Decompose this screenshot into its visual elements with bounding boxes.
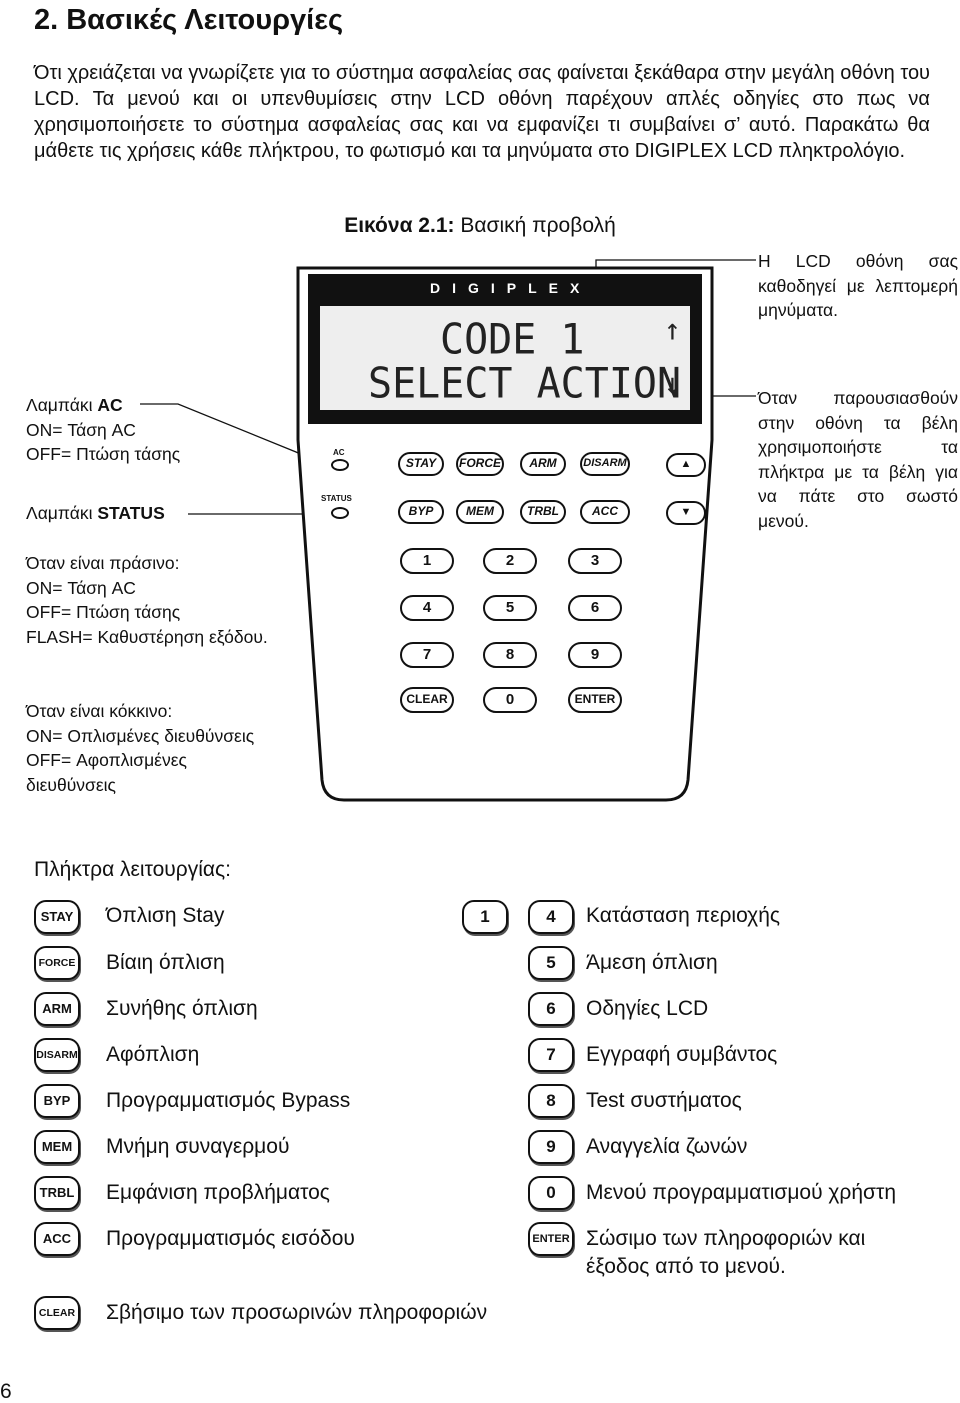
legend-key-5: 5 [528,946,574,980]
red-off: OFF= Αφοπλισμένες διευθύνσεις [26,750,187,795]
key-force[interactable]: FORCE [456,452,504,476]
key-5[interactable]: 5 [483,595,537,621]
key-clear[interactable]: CLEAR [400,687,454,713]
legend-key-0: 0 [528,1176,574,1210]
intro-paragraph: Ότι χρειάζεται να γνωρίζετε για το σύστη… [34,62,930,162]
page-heading: 2. Βασικές Λειτουργίες [34,4,344,36]
key-7[interactable]: 7 [400,642,454,668]
key-acc[interactable]: ACC [580,500,630,524]
red-note: Όταν είναι κόκκινο: ON= Οπλισμένες διευθ… [26,699,306,797]
key-byp[interactable]: BYP [398,500,444,524]
green-flash: FLASH= Καθυστέρηση εξόδου. [26,626,268,647]
legend-key-mem: MEM [34,1130,80,1164]
legend-key-byp: BYP [34,1084,80,1118]
legend-key-1: 1 [462,900,508,934]
brand-logo: DIGIPLEX [430,280,592,296]
legend-text-arm: Συνήθης όπλιση [106,997,258,1020]
legend-key-9: 9 [528,1130,574,1164]
key-arm[interactable]: ARM [520,452,566,476]
legend-text-0: Μενού προγραμματισμού χρήστη [586,1181,896,1204]
ac-led-note: Λαμπάκι AC ON= Τάση AC OFF= Πτώση τάσης [26,393,306,467]
lcd-up-arrow-icon: ↑ [664,312,681,347]
legend-key-enter: ENTER [528,1222,574,1256]
ac-on-text: ON= Τάση AC [26,419,136,440]
red-title: Όταν είναι κόκκινο: [26,701,173,721]
status-led-label: STATUS [321,494,352,503]
legend-text-stay: Όπλιση Stay [106,904,225,927]
legend-title: Πλήκτρα λειτουργίας: [34,858,231,881]
legend-text-6: Οδηγίες LCD [586,997,709,1020]
page-number: 6 [0,1380,12,1403]
legend-text-acc: Προγραμματισμός εισόδου [106,1227,355,1250]
keypad-illustration: DIGIPLEX CODE 1 SELECT ACTION ↑ ↓ AC STA… [290,260,720,805]
key-trbl[interactable]: TRBL [520,500,566,524]
status-led-title-bold: STATUS [97,503,165,523]
red-on: ON= Οπλισμένες διευθύνσεις [26,725,255,746]
figure-caption: Εικόνα 2.1: Βασική προβολή [0,214,960,238]
status-led-icon [331,507,349,519]
key-0[interactable]: 0 [483,687,537,713]
keypad-body [296,266,714,802]
legend-key-trbl: TRBL [34,1176,80,1210]
lcd-line-1: CODE 1 [440,315,585,365]
ac-led-title-bold: AC [97,395,123,415]
key-enter[interactable]: ENTER [568,687,622,713]
key-8[interactable]: 8 [483,642,537,668]
legend-text-9: Αναγγελία ζωνών [586,1135,748,1158]
legend-text-8: Test συστήματος [586,1089,742,1112]
legend-key-6: 6 [528,992,574,1026]
key-2[interactable]: 2 [483,548,537,574]
legend-key-force: FORCE [34,946,80,980]
ac-led-icon [331,459,349,471]
legend-key-arm: ARM [34,992,80,1026]
key-mem[interactable]: MEM [456,500,504,524]
legend-text-7: Εγγραφή συμβάντος [586,1043,778,1066]
key-3[interactable]: 3 [568,548,622,574]
arrows-note: Όταν παρουσιασθούν στην οθόνη τα βέλη χρ… [758,388,958,531]
legend-text-enter: Σώσιμο των πληροφοριών και έξοδος από το… [586,1227,866,1278]
key-stay[interactable]: STAY [398,452,444,476]
status-led-title: Λαμπάκι [26,503,98,523]
legend-key-acc: ACC [34,1222,80,1256]
legend-text-4: Κατάσταση περιοχής [586,904,781,927]
lcd-note: Η LCD οθόνη σας καθοδηγεί με λεπτομερή μ… [758,251,958,320]
key-9[interactable]: 9 [568,642,622,668]
status-led-note: Λαμπάκι STATUS [26,501,306,526]
legend-text-trbl: Εμφάνιση προβλήματος [106,1181,330,1204]
legend-key-4: 4 [528,900,574,934]
green-title: Όταν είναι πράσινο: [26,553,180,573]
legend-text-force: Βίαιη όπλιση [106,951,225,974]
legend-key-clear: CLEAR [34,1296,80,1330]
lcd-down-arrow-icon: ↓ [664,366,681,401]
key-6[interactable]: 6 [568,595,622,621]
scroll-down-button[interactable]: ▼ [666,501,706,525]
lcd-line-2: SELECT ACTION [368,359,682,409]
green-off: OFF= Πτώση τάσης [26,602,181,622]
ac-led-label: AC [333,448,345,457]
legend-key-stay: STAY [34,900,80,934]
key-disarm[interactable]: DISARM [580,452,630,476]
legend-key-7: 7 [528,1038,574,1072]
legend-key-8: 8 [528,1084,574,1118]
caption-text: Βασική προβολή [454,214,616,237]
green-note: Όταν είναι πράσινο: ON= Τάση AC OFF= Πτώ… [26,551,276,649]
legend-text-disarm: Αφόπλιση [106,1043,200,1066]
legend-text-clear: Σβήσιμο των προσωρινών πληροφοριών [106,1301,488,1324]
legend-text-mem: Μνήμη συναγερμού [106,1135,290,1158]
legend-text-5: Άμεση όπλιση [586,951,718,974]
key-4[interactable]: 4 [400,595,454,621]
ac-off-text: OFF= Πτώση τάσης [26,444,181,464]
caption-label: Εικόνα 2.1: [344,214,455,237]
scroll-up-button[interactable]: ▲ [666,453,706,477]
legend-key-disarm: DISARM [34,1038,80,1072]
green-on: ON= Τάση AC [26,577,136,598]
legend-text-byp: Προγραμματισμός Bypass [106,1089,351,1112]
ac-led-title: Λαμπάκι [26,395,98,415]
key-1[interactable]: 1 [400,548,454,574]
